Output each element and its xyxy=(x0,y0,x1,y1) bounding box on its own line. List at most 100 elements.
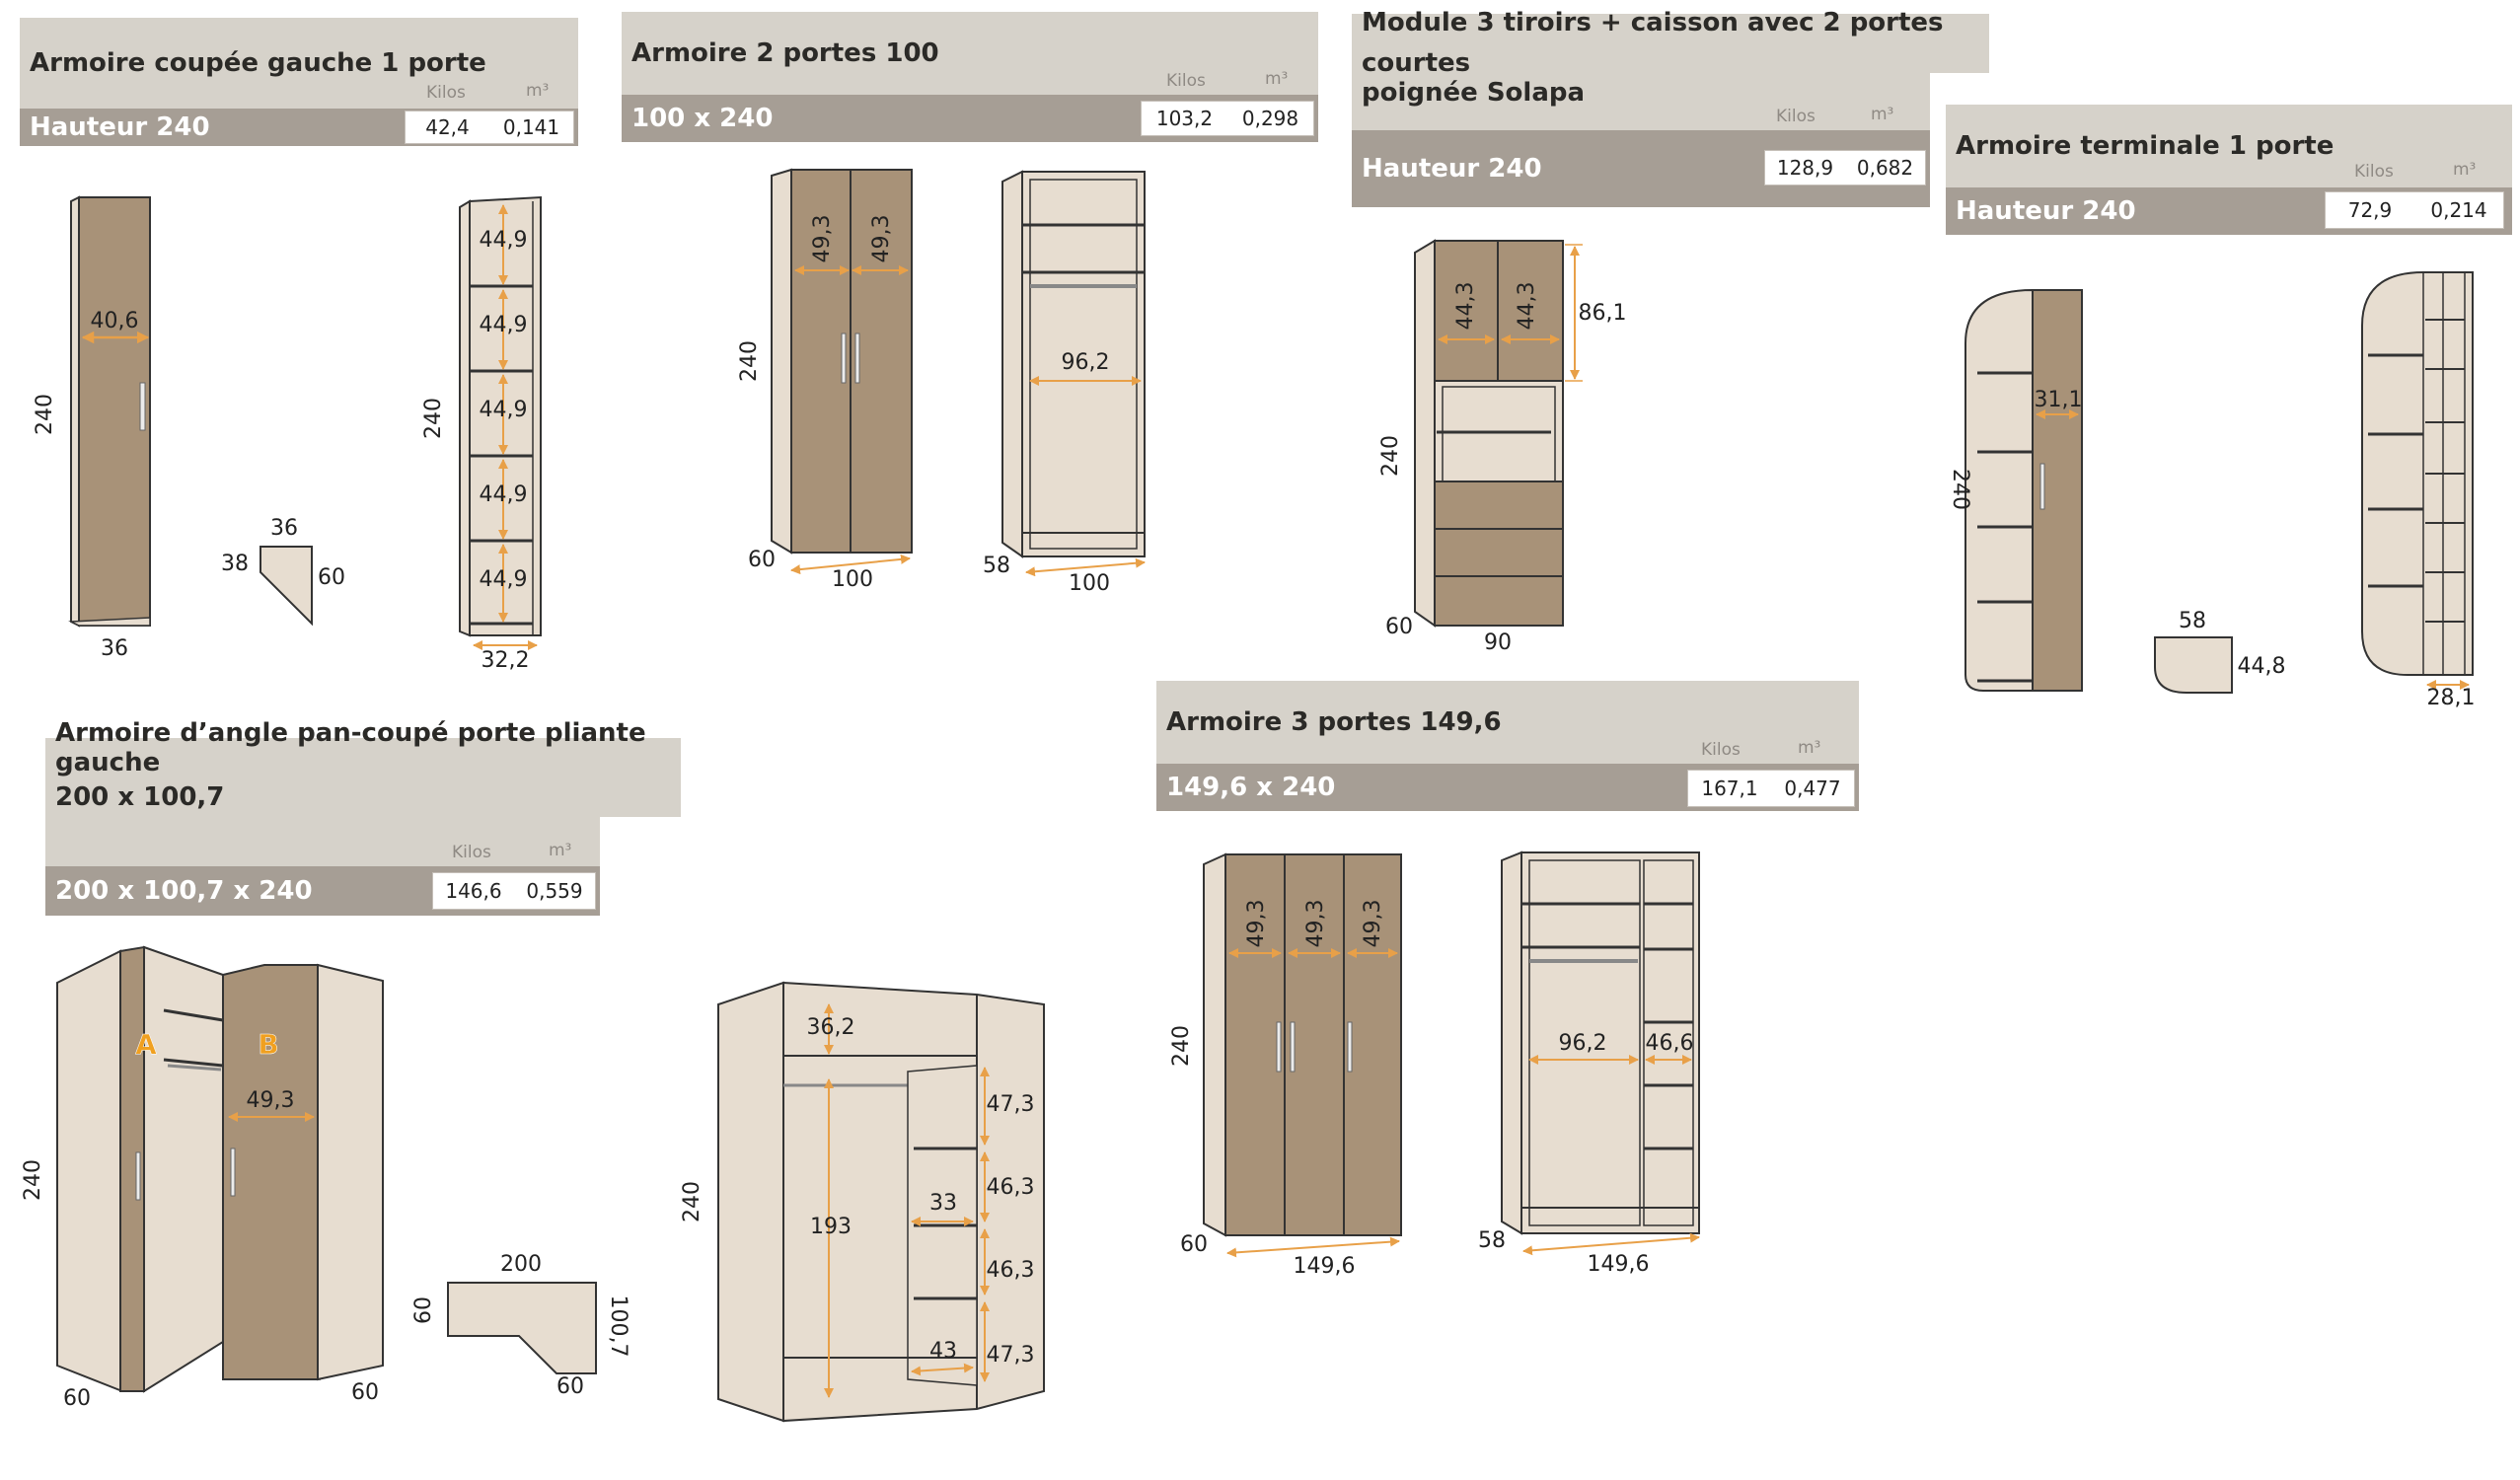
kilos-value: 42,4 xyxy=(425,115,470,139)
dim-label: 58 xyxy=(1478,1228,1506,1253)
dim-label: 149,6 xyxy=(1588,1252,1650,1277)
dim-label: 32,2 xyxy=(482,648,530,673)
dim-label: 96,2 xyxy=(1062,350,1110,375)
dim-label: 44,9 xyxy=(480,398,528,422)
m3-label: m³ xyxy=(1265,69,1289,89)
dim-label: 240 xyxy=(737,340,762,382)
handle-icon xyxy=(841,333,847,384)
m3-label: m³ xyxy=(2453,160,2477,180)
handle-icon xyxy=(1276,1021,1282,1073)
card-bar: 200 x 100,7 x 240 xyxy=(45,866,600,916)
dim-label: 47,3 xyxy=(987,1092,1035,1117)
kilos-value: 72,9 xyxy=(2347,198,2393,222)
footprint-armoire-terminale xyxy=(2154,636,2233,694)
card-module-3-tiroirs: Module 3 tiroirs + caisson avec 2 portes… xyxy=(1352,8,1989,207)
dim-label: 46,6 xyxy=(1646,1031,1694,1056)
m3-label: m³ xyxy=(1871,105,1894,124)
card-armoire-terminale: Armoire terminale 1 porte Kilos m³ Haute… xyxy=(1946,105,2512,235)
dim-label: 40,6 xyxy=(91,309,139,333)
dim-label: 60 xyxy=(1180,1232,1208,1257)
kilos-label: Kilos xyxy=(452,843,491,862)
handle-icon xyxy=(2039,463,2045,510)
m3-value: 0,141 xyxy=(502,115,560,139)
m3-value: 0,477 xyxy=(1784,777,1841,800)
dim-label: 100,7 xyxy=(606,1295,630,1358)
dim-label: 240 xyxy=(1948,469,1972,510)
dim-label: 49,3 xyxy=(1244,900,1269,948)
dim-label: 49,3 xyxy=(869,215,894,263)
weight-volume-box: 128,9 0,682 xyxy=(1764,150,1926,185)
weight-volume-box: 167,1 0,477 xyxy=(1687,770,1855,807)
dim-label: 28,1 xyxy=(2427,686,2476,710)
dim-label: 240 xyxy=(680,1181,704,1222)
dim-label: 38 xyxy=(221,552,249,576)
dim-label: 86,1 xyxy=(1579,301,1627,326)
dim-label: 49,3 xyxy=(810,215,835,263)
card-title: Armoire 2 portes 100 xyxy=(622,12,1318,95)
dim-label: 44,8 xyxy=(2238,654,2286,679)
dim-label: 31,1 xyxy=(2035,388,2083,412)
card-armoire-angle: Armoire d’angle pan-coupé porte pliante … xyxy=(45,718,681,916)
drawing-armoire-coupee-closed xyxy=(68,195,151,628)
handle-icon xyxy=(1290,1021,1296,1073)
dim-label: 58 xyxy=(2179,609,2206,633)
drawing-armoire-coupee-open xyxy=(459,195,542,650)
kilos-value: 103,2 xyxy=(1155,107,1214,130)
dim-label: 90 xyxy=(1484,630,1512,655)
dim-label: 149,6 xyxy=(1294,1254,1356,1279)
drawing-armoire-3-portes-open xyxy=(1501,851,1700,1256)
dim-label: 36,2 xyxy=(807,1015,855,1040)
dim-label: 60 xyxy=(556,1374,584,1399)
handle-icon xyxy=(1347,1021,1353,1073)
dim-label: 43 xyxy=(929,1339,957,1364)
dim-label: 44,3 xyxy=(1515,282,1539,331)
card-armoire-3-portes: Armoire 3 portes 149,6 Kilos m³ 149,6 x … xyxy=(1156,681,1859,811)
dim-label: 60 xyxy=(748,548,776,572)
m3-value: 0,682 xyxy=(1856,156,1914,180)
dim-label: 47,3 xyxy=(987,1343,1035,1368)
footprint-armoire-coupee xyxy=(259,546,313,627)
dim-label: 44,9 xyxy=(480,228,528,253)
card-title: Armoire 3 portes 149,6 xyxy=(1156,681,1859,764)
dim-label: 100 xyxy=(832,567,873,592)
dim-label: 44,9 xyxy=(480,482,528,507)
weight-volume-box: 42,4 0,141 xyxy=(405,111,574,144)
m3-value: 0,214 xyxy=(2430,198,2487,222)
dim-label: 240 xyxy=(1378,435,1403,477)
dim-label: 49,3 xyxy=(1303,900,1328,948)
card-title-line2-block: 200 x 100,7 xyxy=(45,777,681,817)
drawing-armoire-2-portes-open xyxy=(1001,170,1146,577)
card-title-line3-block xyxy=(45,817,600,868)
dim-label: 46,3 xyxy=(987,1258,1035,1283)
dim-label: 36 xyxy=(270,516,298,541)
kilos-value: 167,1 xyxy=(1701,777,1758,800)
dim-label: 49,3 xyxy=(247,1088,295,1113)
kilos-label: Kilos xyxy=(2354,162,2394,182)
handle-icon xyxy=(135,1151,141,1201)
kilos-label: Kilos xyxy=(1701,740,1741,760)
dim-label: 36 xyxy=(101,636,128,661)
dim-label: 44,3 xyxy=(1453,282,1478,331)
dim-label: 100 xyxy=(1069,571,1110,596)
card-title-line2: poignée Solapa xyxy=(1362,78,1586,108)
dim-label: 96,2 xyxy=(1559,1031,1607,1056)
dim-label: 44,9 xyxy=(480,313,528,337)
kilos-label: Kilos xyxy=(1166,71,1206,91)
dim-label: 46,3 xyxy=(987,1175,1035,1200)
dim-label: 240 xyxy=(33,394,57,435)
kilos-value: 128,9 xyxy=(1776,156,1834,180)
handle-icon xyxy=(854,333,860,384)
drawing-module-3-tiroirs xyxy=(1414,239,1583,628)
weight-volume-box: 146,6 0,559 xyxy=(432,872,596,910)
dim-label: 33 xyxy=(929,1191,957,1216)
dim-label: 60 xyxy=(318,565,345,590)
dim-label: 49,3 xyxy=(1361,900,1385,948)
kilos-value: 146,6 xyxy=(445,879,502,903)
card-title: Armoire terminale 1 porte xyxy=(1946,105,2512,187)
card-title-line2: 200 x 100,7 xyxy=(55,782,225,812)
weight-volume-box: 72,9 0,214 xyxy=(2325,191,2504,229)
m3-value: 0,559 xyxy=(526,879,583,903)
drawing-armoire-angle-open xyxy=(717,981,1045,1423)
dim-label: 44,9 xyxy=(480,567,528,592)
m3-label: m³ xyxy=(1798,738,1821,758)
